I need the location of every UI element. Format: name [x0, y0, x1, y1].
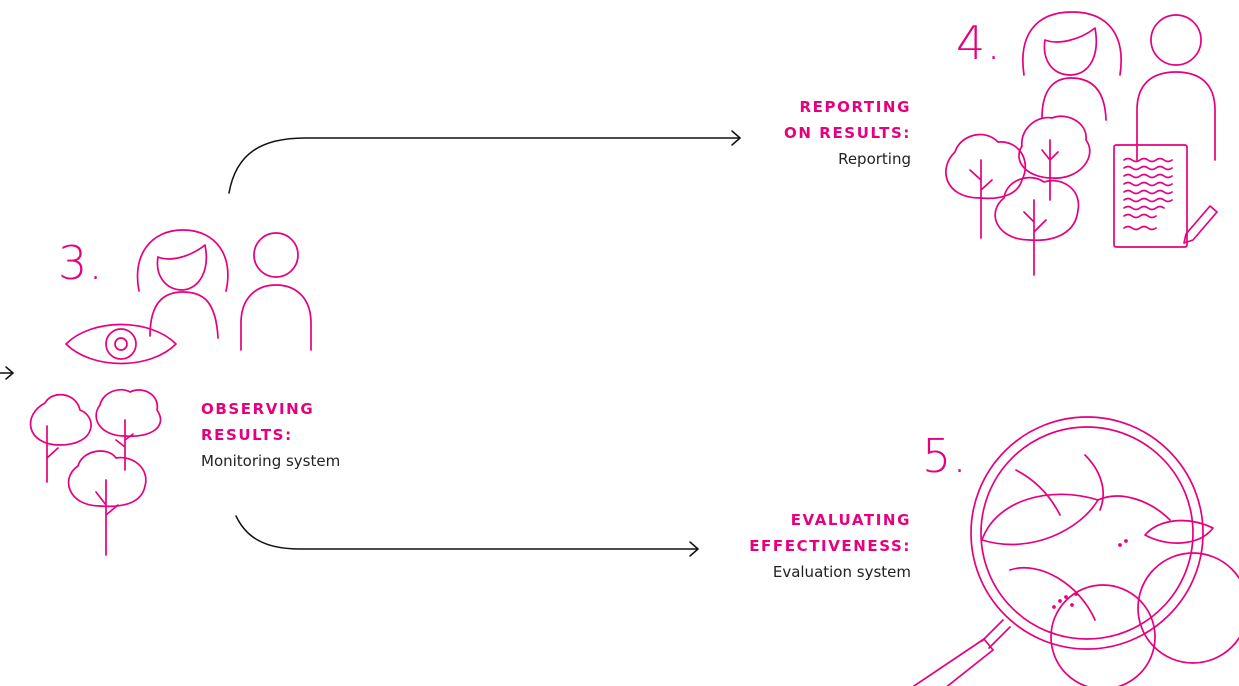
step-heading: EFFECTIVENESS: [749, 537, 911, 555]
fruit-icon [1050, 519, 1239, 686]
step-number: 3. [58, 236, 104, 290]
step-5-label: EVALUATING EFFECTIVENESS: Evaluation sys… [749, 507, 911, 585]
trees-icon [945, 115, 1091, 276]
arrow-to-reporting [228, 130, 741, 194]
step-heading: OBSERVING [201, 400, 315, 418]
trees-icon [29, 388, 162, 556]
woman-icon [136, 229, 229, 339]
document-with-pen-icon [1113, 144, 1218, 248]
woman-icon [1022, 11, 1122, 121]
step-number: 4. [956, 16, 1002, 70]
step-heading: EVALUATING [790, 511, 911, 529]
step-number: 5. [922, 429, 968, 483]
step-heading: RESULTS: [201, 426, 293, 444]
step-3-label: OBSERVING RESULTS: Monitoring system [201, 396, 340, 474]
step-subtitle: Reporting [838, 150, 911, 168]
arrow-to-evaluating [235, 515, 699, 557]
magnifying-glass-icon [912, 416, 1204, 686]
step-subtitle: Monitoring system [201, 452, 341, 470]
step-subtitle: Evaluation system [772, 563, 911, 581]
person-icon [240, 232, 312, 351]
step-heading: ON RESULTS: [783, 124, 911, 142]
eye-icon [65, 323, 177, 365]
step-4-label: REPORTING ON RESULTS: Reporting [784, 94, 911, 172]
person-icon [1136, 14, 1216, 161]
leaves-icon [981, 454, 1171, 621]
incoming-arrow [0, 366, 14, 380]
step-heading: REPORTING [799, 98, 911, 116]
